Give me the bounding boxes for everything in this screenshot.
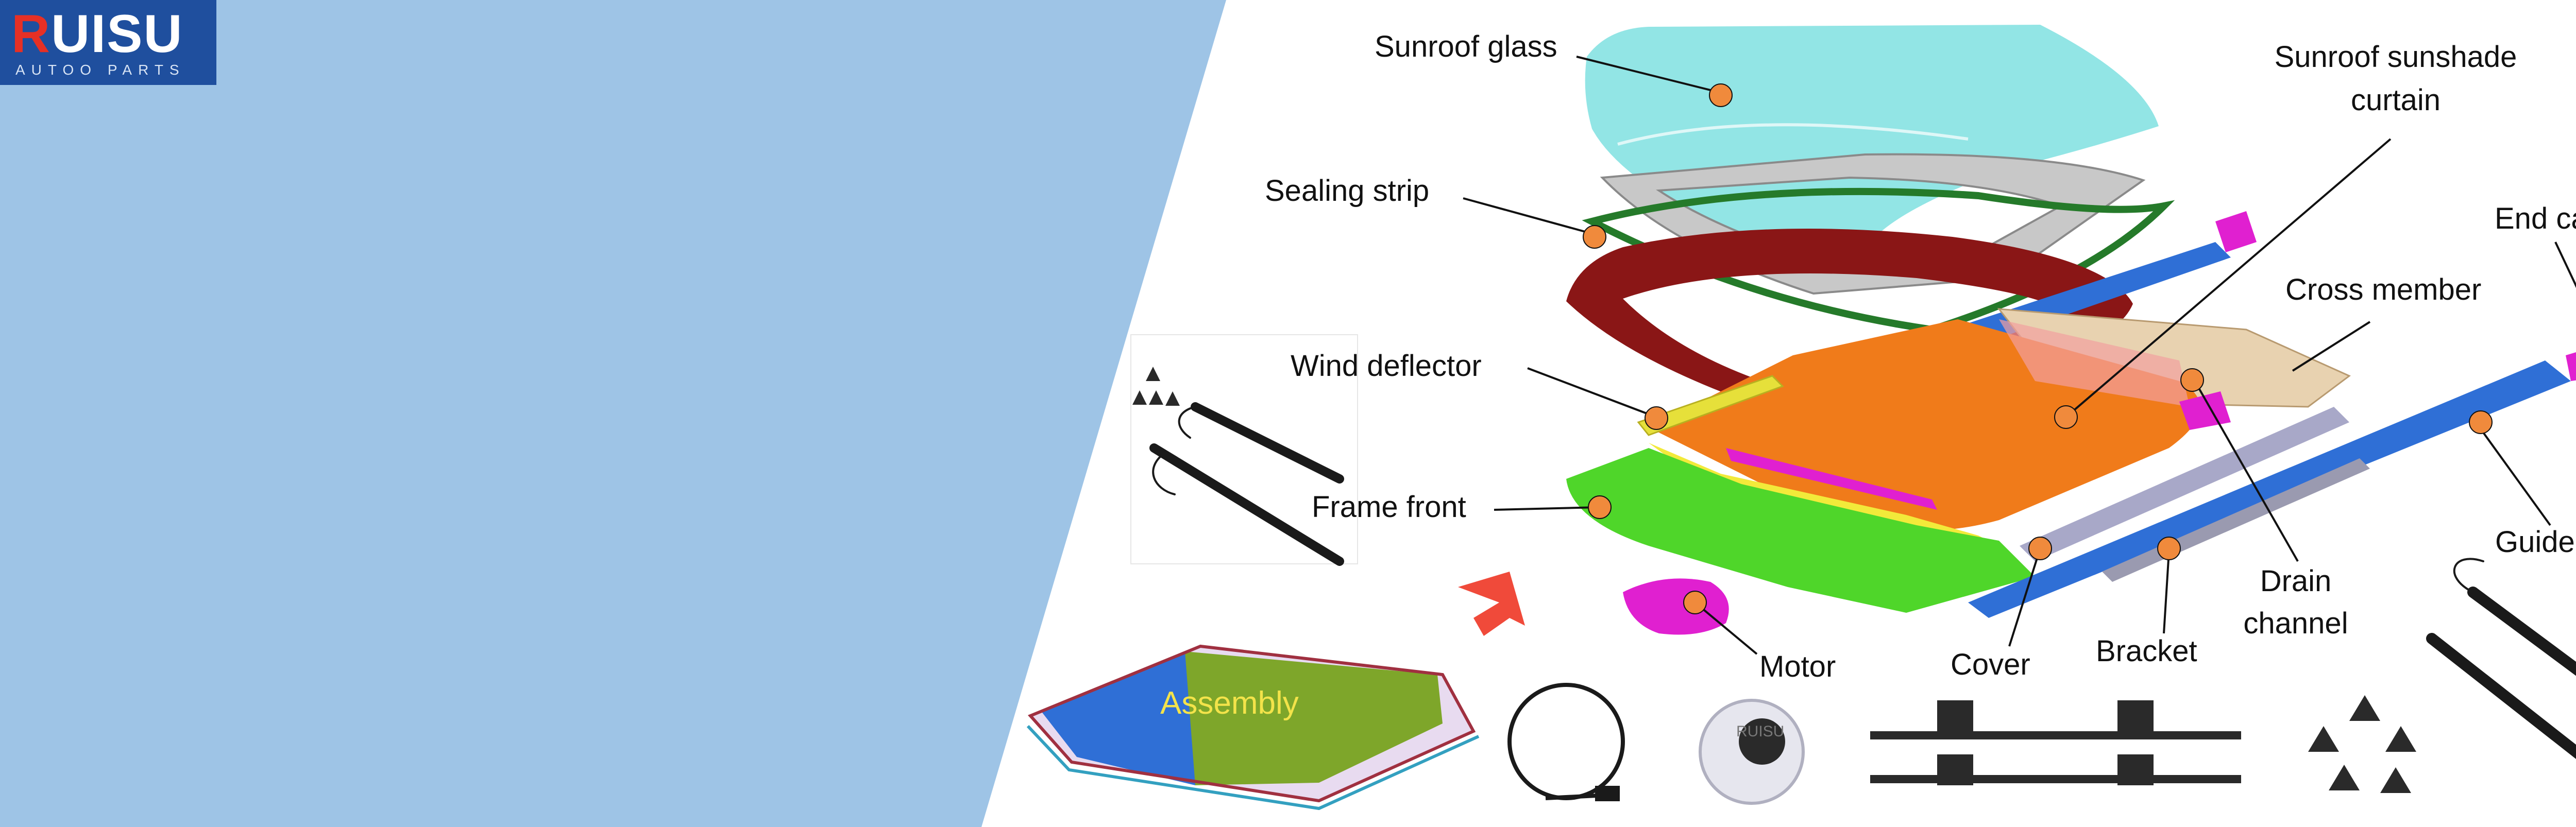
callout-dot-wind-deflector	[1645, 406, 1668, 430]
middle-rail-part	[2020, 407, 2349, 561]
label-assembly: Assembly	[1160, 685, 1299, 721]
drive-gear-part: RUISU	[1699, 699, 1805, 805]
arrow-right-icon	[1458, 572, 1525, 636]
triangle-clips-part	[2308, 695, 2416, 793]
frame-front-part	[1566, 448, 2035, 613]
label-cover: Cover	[1951, 648, 2030, 681]
drive-cable-part	[1507, 683, 1625, 801]
label-sealing-strip: Sealing strip	[1265, 174, 1430, 208]
gear-brand-text: RUISU	[1736, 723, 1784, 740]
label-guide-rail: Guide rail	[2495, 525, 2576, 559]
yellow-frame-bar	[1649, 443, 1999, 551]
callout-dot-cover	[2028, 537, 2052, 560]
bracket-rail-part	[2102, 458, 2370, 582]
logo-wordmark: RUISU	[11, 7, 183, 61]
callout-dot-bracket	[2157, 537, 2181, 560]
callout-dots	[1583, 83, 2493, 614]
leader-lines	[1463, 56, 2576, 655]
drain-ring-part	[1566, 229, 2133, 419]
wind-deflector-part	[1637, 375, 1784, 436]
label-motor: Motor	[1759, 650, 1836, 683]
small-triangle-clips	[1132, 367, 1180, 406]
logo-letter-r: R	[11, 4, 52, 64]
sealing-strip-part	[1582, 187, 2175, 334]
assembly-render	[1026, 644, 1480, 811]
label-frame-front: Frame front	[1312, 490, 1466, 524]
label-bracket: Bracket	[2096, 634, 2197, 668]
callout-dot-sunshade	[2054, 405, 2078, 429]
magenta-strip-part	[1726, 448, 1937, 510]
logo-tagline: AUTOO PARTS	[15, 62, 185, 78]
ruisu-logo: RUISU AUTOO PARTS	[0, 0, 216, 85]
cable-drive-parts	[1149, 402, 1344, 566]
top-end-cap-part	[2215, 211, 2257, 252]
callout-dot-sealing-strip	[1583, 225, 1606, 249]
guide-rail-part	[1968, 360, 2571, 618]
label-drain-channel-line2: channel	[2243, 607, 2348, 640]
label-sunshade-line2: curtain	[2350, 83, 2441, 117]
logo-letters-rest: UISU	[51, 4, 183, 64]
label-sunroof-glass: Sunroof glass	[1375, 30, 1557, 63]
left-blue-panel	[0, 0, 1226, 827]
callout-dot-sunroof-glass	[1709, 83, 1733, 107]
callout-dot-frame-front	[1588, 495, 1612, 519]
label-cross-member: Cross member	[2285, 273, 2482, 306]
end-cap-part	[2566, 352, 2576, 381]
slider-bars-part	[1870, 700, 2241, 785]
sunshade-pink-overlay	[1999, 319, 2190, 407]
label-end-cap: End cap	[2495, 202, 2576, 235]
motor-part	[1623, 578, 1729, 635]
callout-dot-motor	[1683, 591, 1707, 614]
label-drain-channel-line1: Drain	[2260, 564, 2332, 598]
label-wind-deflector: Wind deflector	[1291, 349, 1482, 383]
cable-rails-part	[2426, 558, 2576, 759]
callout-dot-guide-rail	[2469, 410, 2493, 434]
parts-thumbnail-frame	[1130, 334, 1358, 564]
label-sunshade-line1: Sunroof sunshade	[2274, 40, 2517, 74]
callout-dot-drain-channel	[2180, 368, 2204, 392]
